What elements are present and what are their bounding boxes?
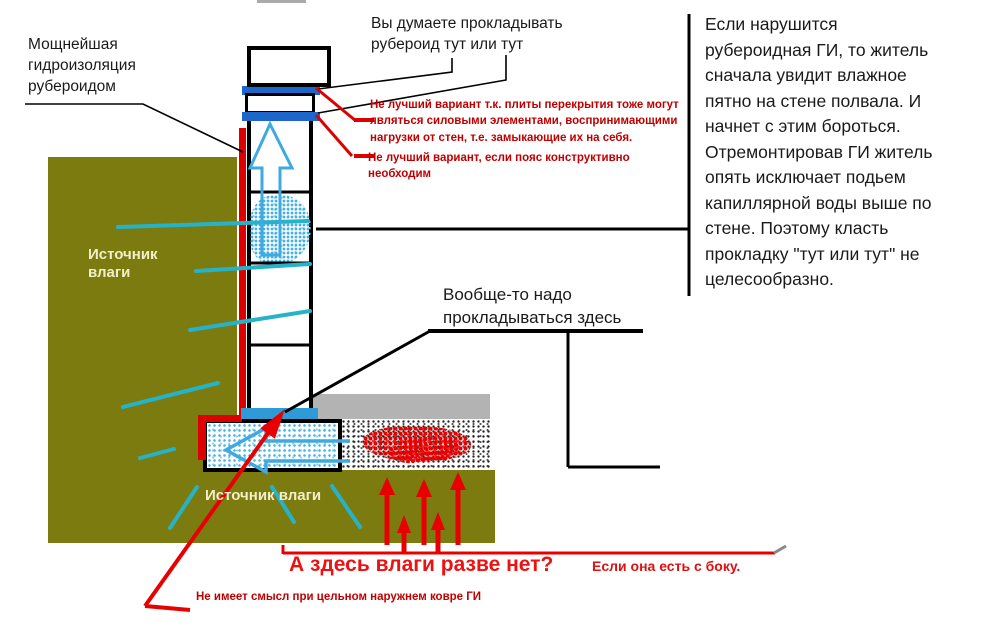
membrane-wrap-horizontal — [198, 415, 242, 422]
soil-bottom-strip — [48, 470, 495, 543]
moisture-lines-bottom — [168, 484, 362, 530]
moisture-lines-left — [116, 219, 312, 460]
red-up-arrows — [384, 488, 461, 553]
source-bottom-label: Источник влаги — [205, 487, 322, 504]
leader-top-left — [25, 103, 244, 153]
red-bottom-note: Не имеет смысл при цельном наружнем ковр… — [196, 591, 482, 603]
top-left-label: Мощнейшая гидроизоляция рубероидом — [28, 36, 136, 96]
red-note-1: Не лучший вариант т.к. плиты перекрытия … — [370, 99, 679, 144]
membrane-wrap-vertical — [198, 415, 206, 460]
leader-tut-1 — [317, 58, 453, 90]
right-paragraph: Если нарушится рубероидная ГИ, то житель… — [705, 14, 933, 290]
gray-slab — [300, 394, 490, 419]
leader-tut-2 — [317, 55, 507, 114]
top-center-label: Вы думаете прокладывать рубероид тут или… — [371, 15, 563, 54]
belt-band-bottom — [242, 112, 320, 121]
red-note-2: Не лучший вариант, если пояс конструктив… — [368, 152, 630, 181]
middle-note-diagonal — [284, 329, 431, 414]
source-left-label: Источник влаги — [88, 246, 158, 282]
membrane-red-line — [239, 128, 246, 419]
cap-block — [247, 46, 331, 87]
red-side-note: Если она есть с боку. — [592, 558, 741, 574]
capillary-up-arrow — [247, 120, 295, 257]
footing-left-arrow — [222, 425, 350, 475]
big-red-arrow — [143, 409, 285, 612]
red-leader-lines — [314, 86, 374, 158]
bottom-red-line — [281, 544, 787, 555]
big-red-question: А здесь влаги разве нет? — [289, 553, 554, 576]
belt-band-top — [242, 86, 320, 95]
concrete-speckle-area — [341, 419, 491, 470]
red-up-arrowheads — [379, 472, 466, 533]
middle-note: Вообще-то надо прокладываться здесь — [443, 285, 622, 327]
